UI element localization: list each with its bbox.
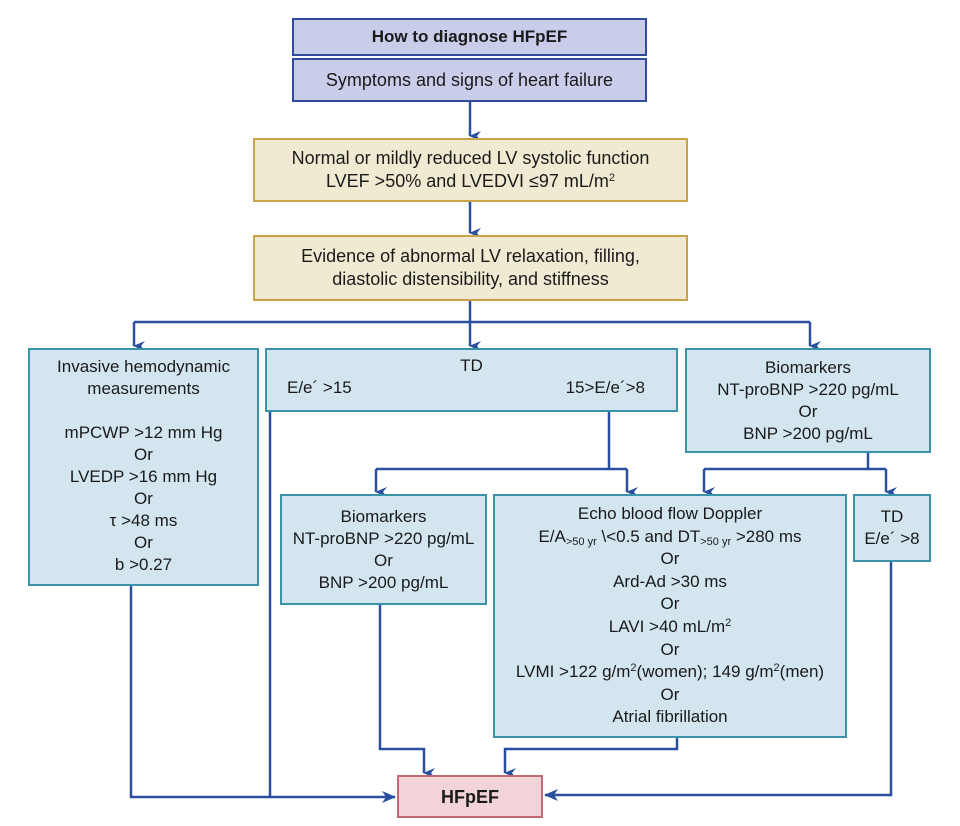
td-ratio-high: E/e´ >15 [287,378,352,397]
diagram-title: How to diagnose HFpEF [292,18,647,56]
systolic-line2: LVEF >50% and LVEDVI ≤97 mL/m2 [326,170,615,193]
invasive-title-line1: Invasive hemodynamic [57,357,230,376]
superscript: 2 [608,172,615,184]
biomarkers-right-title: Biomarkers [765,357,851,377]
criterion-bnp: BNP >200 pg/mL [318,572,449,592]
criterion-lvedp: LVEDP >16 mm Hg [69,467,218,486]
lvmi-men-label: (men) [779,662,825,682]
symptoms-box: Symptoms and signs of heart failure [292,58,647,102]
criterion-bnp: BNP >200 pg/mL [743,423,873,443]
invasive-hemodynamic-box: Invasive hemodynamic measurements mPCWP … [28,348,259,586]
or-label: Or [660,639,680,659]
biomarkers-right-box: Biomarkers NT-proBNP >220 pg/mL Or BNP >… [685,348,931,453]
criterion-ard-ad: Ard-Ad >30 ms [613,571,727,591]
arrow-biomarkers-mid-to-result [378,605,435,778]
result-text: HFpEF [441,786,499,807]
echo-doppler-box: Echo blood flow Doppler E/A>50 yr \<0.5 … [493,494,847,738]
or-label: Or [134,489,153,508]
ea-dt-text: \<0.5 and DT [596,526,701,546]
td-ratio-mid: 15>E/e´>8 [565,378,645,397]
criterion-ea-dt: E/A>50 yr \<0.5 and DT>50 yr >280 ms [538,526,801,549]
hfpef-result-box: HFpEF [397,775,543,818]
superscript: 2 [725,617,732,629]
or-label: Or [134,445,153,464]
evidence-line1: Evidence of abnormal LV relaxation, fill… [301,246,640,266]
criterion-ntprobnp: NT-proBNP >220 pg/mL [717,379,899,399]
or-label: Or [374,550,393,570]
invasive-title-line2: measurements [87,379,200,398]
diastolic-evidence-box: Evidence of abnormal LV relaxation, fill… [253,235,688,301]
criterion-atrial-fibrillation: Atrial fibrillation [612,707,728,727]
td-main-title: TD [460,356,483,375]
biomarkers-mid-title: Biomarkers [340,506,427,526]
biomarkers-mid-box: Biomarkers NT-proBNP >220 pg/mL Or BNP >… [280,494,487,605]
echo-title: Echo blood flow Doppler [577,504,763,524]
subscript: >50 yr [565,535,597,548]
criterion-ntprobnp: NT-proBNP >220 pg/mL [292,528,475,548]
lavi-text: LAVI >40 mL/m [608,617,726,636]
dt-value: >280 ms [731,526,802,546]
systolic-line1: Normal or mildly reduced LV systolic fun… [291,148,650,168]
arrow-invasive-to-result [129,586,396,803]
criterion-lavi: LAVI >40 mL/m2 [609,616,732,639]
arrow-td-small-to-result [544,562,893,801]
criterion-tau: τ >48 ms [109,511,178,530]
evidence-line2: diastolic distensibility, and stiffness [332,269,609,289]
symptoms-text: Symptoms and signs of heart failure [325,70,614,90]
criterion-b: b >0.27 [114,555,173,574]
subscript: >50 yr [700,535,732,548]
criterion-lvmi: LVMI >122 g/m2(women); 149 g/m2(men) [516,661,824,684]
title-text: How to diagnose HFpEF [371,27,568,46]
arrow-echo-to-result [503,738,679,778]
lvmi-women-text: LVMI >122 g/m [515,662,631,682]
or-label: Or [798,401,818,421]
or-label: Or [660,549,680,569]
or-label: Or [134,533,153,552]
superscript: 2 [630,662,637,675]
td-small-value: E/e´ >8 [864,529,920,548]
td-main-box: TD E/e´ >15 15>E/e´>8 [265,348,678,412]
superscript: 2 [773,662,780,675]
lvmi-men-text: (women); 149 g/m [636,662,774,682]
td-main-row: E/e´ >15 15>E/e´>8 [267,377,676,399]
ea-label: E/A [538,526,566,546]
systolic-line2-text: LVEF >50% and LVEDVI ≤97 mL/m [326,171,609,191]
td-small-title: TD [880,507,904,526]
or-label: Or [660,684,680,704]
systolic-function-box: Normal or mildly reduced LV systolic fun… [253,138,688,202]
or-label: Or [660,594,680,614]
criterion-mpcwp: mPCWP >12 mm Hg [64,423,223,442]
td-small-box: TD E/e´ >8 [853,494,931,562]
